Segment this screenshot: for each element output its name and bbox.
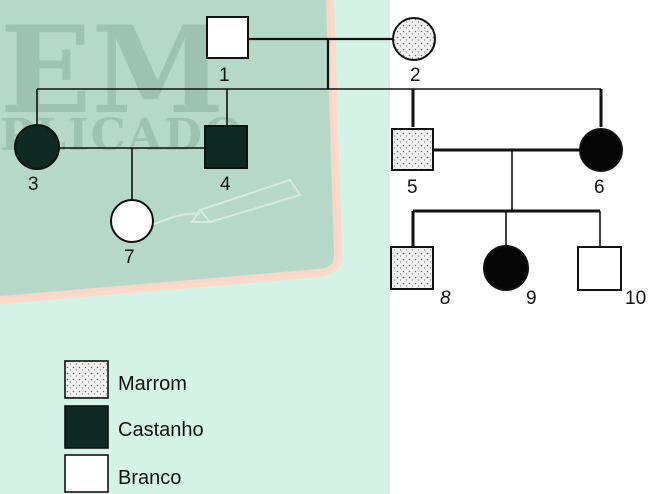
chalkboard-border bbox=[0, 0, 343, 304]
individual-10-square bbox=[577, 246, 622, 291]
individual-1-label: 1 bbox=[219, 65, 230, 86]
legend-swatch-branco bbox=[64, 454, 109, 493]
individual-6-label: 6 bbox=[594, 177, 605, 198]
individual-9-label: 9 bbox=[526, 288, 537, 309]
legend: Marrom Castanho Branco bbox=[64, 360, 204, 493]
individual-7-label: 7 bbox=[124, 247, 135, 268]
individual-6-circle bbox=[579, 128, 623, 172]
individual-4-label: 4 bbox=[220, 174, 231, 195]
legend-label-branco: Branco bbox=[118, 467, 181, 489]
individual-1-square bbox=[206, 16, 249, 59]
legend-label-castanho: Castanho bbox=[118, 419, 204, 441]
individual-8-label: 8 bbox=[440, 288, 451, 309]
legend-swatch-marrom bbox=[64, 360, 109, 399]
individual-9-circle bbox=[483, 245, 529, 291]
individual-10-label: 10 bbox=[625, 288, 646, 309]
pedigree-lines bbox=[36, 37, 603, 247]
individual-2-circle bbox=[392, 17, 436, 61]
legend-label-marrom: Marrom bbox=[118, 373, 187, 395]
legend-swatch-castanho bbox=[64, 405, 109, 449]
individual-5-label: 5 bbox=[407, 177, 418, 198]
pencil-icon bbox=[149, 178, 302, 227]
individual-3-label: 3 bbox=[28, 174, 39, 195]
chalkboard-watermark bbox=[0, 0, 338, 300]
individual-5-square bbox=[391, 128, 434, 171]
individual-4-square bbox=[204, 125, 248, 169]
individual-2-label: 2 bbox=[410, 65, 421, 86]
individual-7-circle bbox=[110, 199, 154, 243]
individual-3-circle bbox=[14, 124, 60, 170]
individual-8-square bbox=[390, 246, 434, 290]
